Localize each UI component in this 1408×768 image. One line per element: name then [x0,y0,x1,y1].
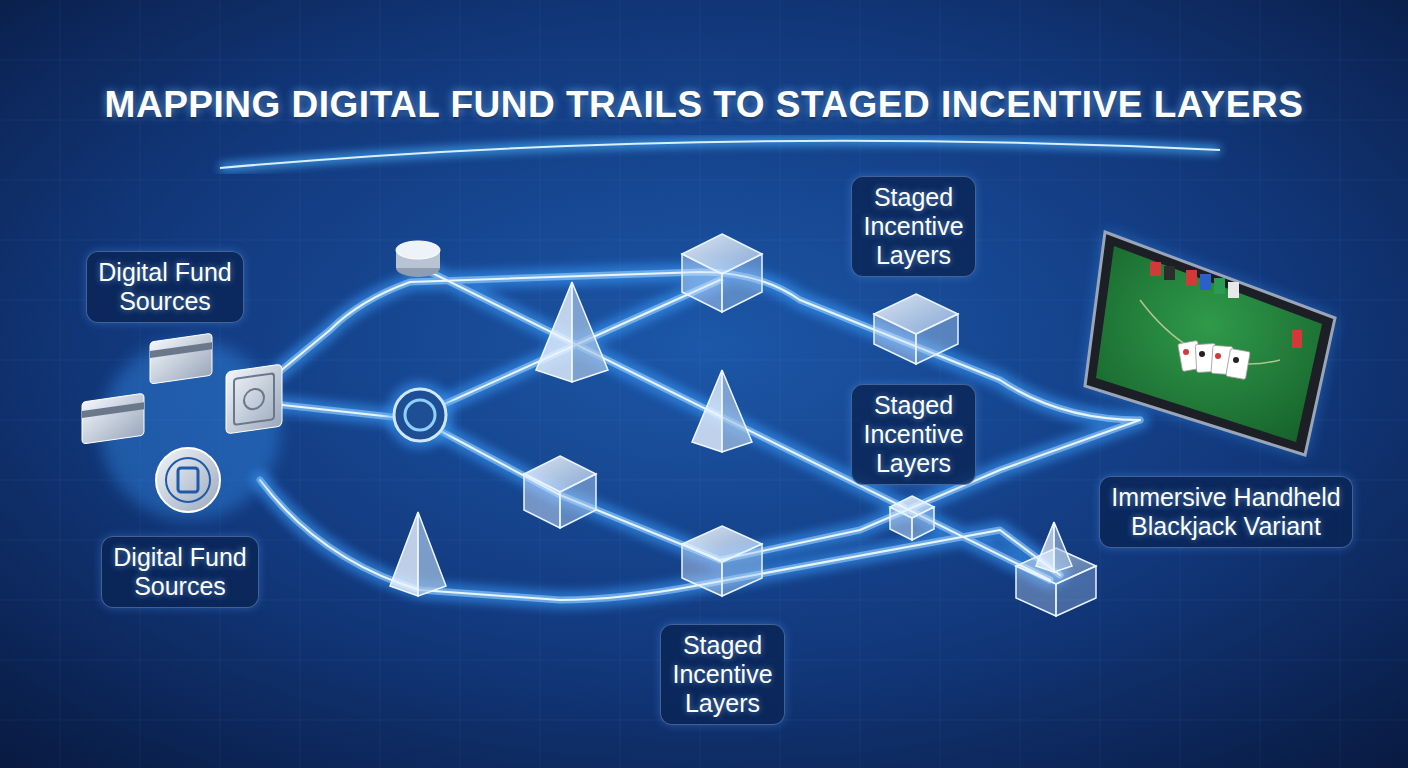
label-box: Staged Incentive Layers [851,176,976,277]
label-box: Digital Fund Sources [101,536,259,608]
label-box: Immersive Handheld Blackjack Variant [1099,476,1353,548]
label-box: Digital Fund Sources [86,251,244,323]
node-label: Staged Incentive Layers [671,631,774,718]
label-box: Staged Incentive Layers [851,384,976,485]
node-label: Digital Fund Sources [112,543,248,601]
label-box: Staged Incentive Layers [660,624,785,725]
node-label: Staged Incentive Layers [862,391,965,478]
node-label: Staged Incentive Layers [862,183,965,270]
node-label: Immersive Handheld Blackjack Variant [1110,483,1342,541]
diagram-title: MAPPING DIGITAL FUND TRAILS TO STAGED IN… [0,84,1408,126]
node-label: Digital Fund Sources [97,258,233,316]
